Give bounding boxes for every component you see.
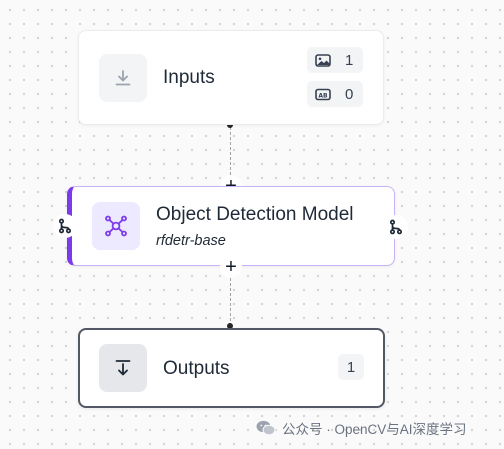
image-icon: [315, 53, 331, 67]
git-branch-icon: [389, 219, 403, 235]
object-detection-node[interactable]: Object Detection Model rfdetr-base: [67, 186, 395, 266]
connector-inputs-model: [230, 127, 231, 185]
connector-model-outputs: [230, 268, 231, 326]
download-icon: [115, 70, 131, 86]
output-arrow-icon: [115, 360, 131, 376]
watermark-text: 公众号 · OpenCV与AI深度学习: [282, 422, 467, 437]
inputs-icon-box: [99, 54, 147, 102]
model-title: Object Detection Model: [156, 204, 354, 225]
wechat-icon: [256, 420, 276, 436]
inputs-output-handle[interactable]: [227, 122, 233, 128]
branch-handle-left[interactable]: [53, 214, 77, 238]
outputs-title: Outputs: [163, 358, 230, 379]
outputs-count-badge: 1: [338, 354, 364, 380]
git-branch-icon: [58, 218, 72, 234]
model-icon-box: [92, 202, 140, 250]
outputs-node[interactable]: Outputs 1: [78, 328, 385, 408]
inputs-title: Inputs: [163, 67, 215, 88]
svg-text:AB: AB: [318, 92, 328, 99]
model-id-subtitle: rfdetr-base: [156, 233, 226, 249]
network-graph-icon: [105, 215, 127, 237]
watermark: 公众号 · OpenCV与AI深度学习: [256, 418, 467, 438]
outputs-input-handle[interactable]: [227, 323, 233, 329]
text-inputs-count: 0: [345, 85, 354, 103]
image-inputs-count: 1: [345, 51, 354, 69]
ab-text-icon: AB: [315, 88, 331, 100]
text-inputs-badge: AB 0: [307, 81, 363, 107]
outputs-count: 1: [346, 358, 356, 376]
outputs-icon-box: [99, 344, 147, 392]
branch-handle-right[interactable]: [384, 215, 408, 239]
add-step-button-bottom[interactable]: +: [220, 256, 242, 278]
plus-icon: +: [225, 256, 237, 278]
inputs-node[interactable]: Inputs 1 AB 0: [78, 30, 384, 125]
image-inputs-badge: 1: [307, 47, 363, 73]
